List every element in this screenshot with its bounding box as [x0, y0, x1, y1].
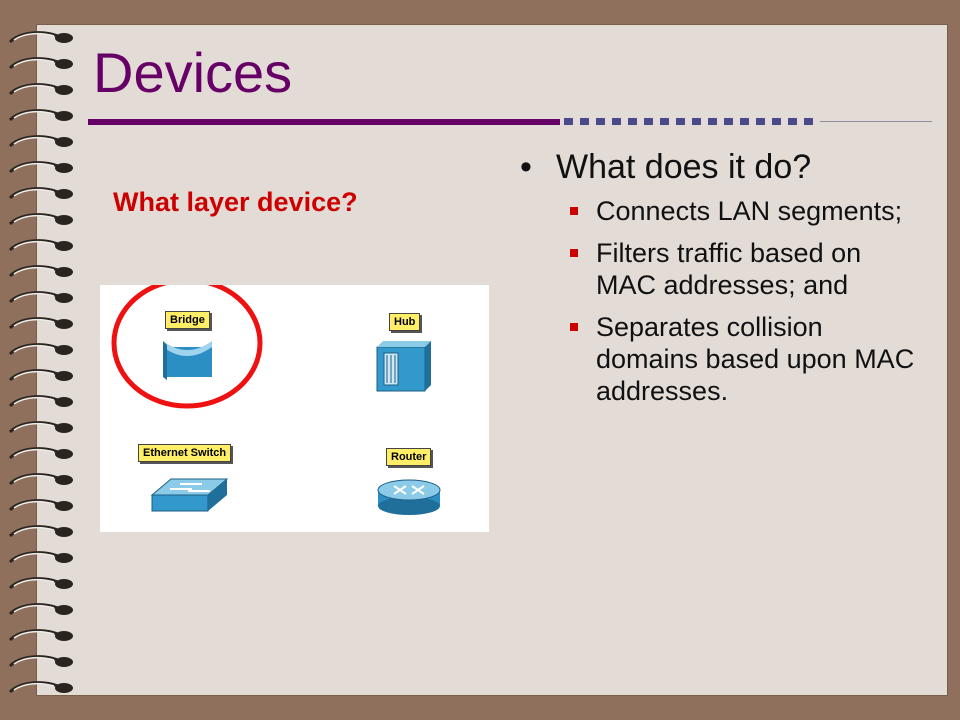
binding-ring: [8, 213, 73, 226]
sub-bullet-list: Connects LAN segments; Filters traffic b…: [520, 195, 920, 407]
binding-ring: [8, 83, 73, 96]
bridge-icon: [163, 341, 212, 380]
binding-ring: [8, 421, 73, 434]
hub-icon: [376, 341, 431, 392]
main-bullet-text: What does it do?: [556, 148, 812, 186]
binding-ring: [8, 395, 73, 408]
binding-ring: [8, 265, 73, 278]
rule-dot: [644, 118, 653, 125]
spiral-binding: [8, 31, 73, 694]
binding-ring: [8, 187, 73, 200]
binding-ring: [8, 291, 73, 304]
binding-ring: [8, 473, 73, 486]
rule-dot: [612, 118, 621, 125]
binding-ring: [8, 577, 73, 590]
highlight-circle: [111, 285, 263, 409]
rule-dot: [804, 118, 813, 125]
ethernet-switch-label: Ethernet Switch: [138, 444, 232, 462]
ethernet-switch-icon: [150, 478, 229, 512]
binding-ring: [8, 551, 73, 564]
square-bullet-icon: [570, 207, 578, 215]
binding-ring: [8, 499, 73, 512]
title-rule-dotted: [564, 118, 813, 125]
binding-ring: [8, 681, 73, 694]
router-label: Router: [386, 448, 432, 466]
list-item: Filters traffic based on MAC addresses; …: [520, 237, 920, 301]
list-item: Connects LAN segments;: [520, 195, 920, 227]
hub-label: Hub: [389, 313, 421, 331]
rule-dot: [756, 118, 765, 125]
rule-dot: [676, 118, 685, 125]
square-bullet-icon: [570, 249, 578, 257]
bridge-label: Bridge: [165, 311, 210, 329]
title-rule-thin: [820, 121, 932, 122]
binding-ring: [8, 525, 73, 538]
rule-dot: [724, 118, 733, 125]
layer-question: What layer device?: [113, 187, 358, 217]
rule-dot: [788, 118, 797, 125]
slide-title: Devices: [93, 41, 293, 104]
bullet-dot-icon: •: [520, 148, 532, 186]
bullet-list: • What does it do? Connects LAN segments…: [520, 145, 920, 417]
list-item: Separates collision domains based upon M…: [520, 311, 920, 407]
binding-ring: [8, 447, 73, 460]
binding-ring: [8, 239, 73, 252]
binding-ring: [8, 57, 73, 70]
rule-dot: [692, 118, 701, 125]
list-item-text: Separates collision domains based upon M…: [596, 312, 915, 406]
square-bullet-icon: [570, 323, 578, 331]
binding-ring: [8, 629, 73, 642]
binding-ring: [8, 603, 73, 616]
main-bullet: • What does it do?: [520, 145, 920, 189]
title-rule-solid: [88, 119, 560, 125]
binding-ring: [8, 109, 73, 122]
binding-ring: [8, 161, 73, 174]
binding-ring: [8, 135, 73, 148]
list-item-text: Filters traffic based on MAC addresses; …: [596, 238, 862, 300]
binding-ring: [8, 655, 73, 668]
rule-dot: [740, 118, 749, 125]
rule-dot: [596, 118, 605, 125]
list-item-text: Connects LAN segments;: [596, 196, 903, 226]
binding-ring: [8, 317, 73, 330]
rule-dot: [660, 118, 669, 125]
device-diagram: Bridge Hub Ethernet Switch Router: [100, 285, 489, 532]
rule-dot: [708, 118, 717, 125]
device-icons: [111, 285, 441, 515]
binding-ring: [8, 343, 73, 356]
rule-dot: [564, 118, 573, 125]
binding-ring: [8, 369, 73, 382]
rule-dot: [772, 118, 781, 125]
rule-dot: [580, 118, 589, 125]
binding-ring: [8, 31, 73, 44]
router-icon: [377, 479, 441, 515]
rule-dot: [628, 118, 637, 125]
